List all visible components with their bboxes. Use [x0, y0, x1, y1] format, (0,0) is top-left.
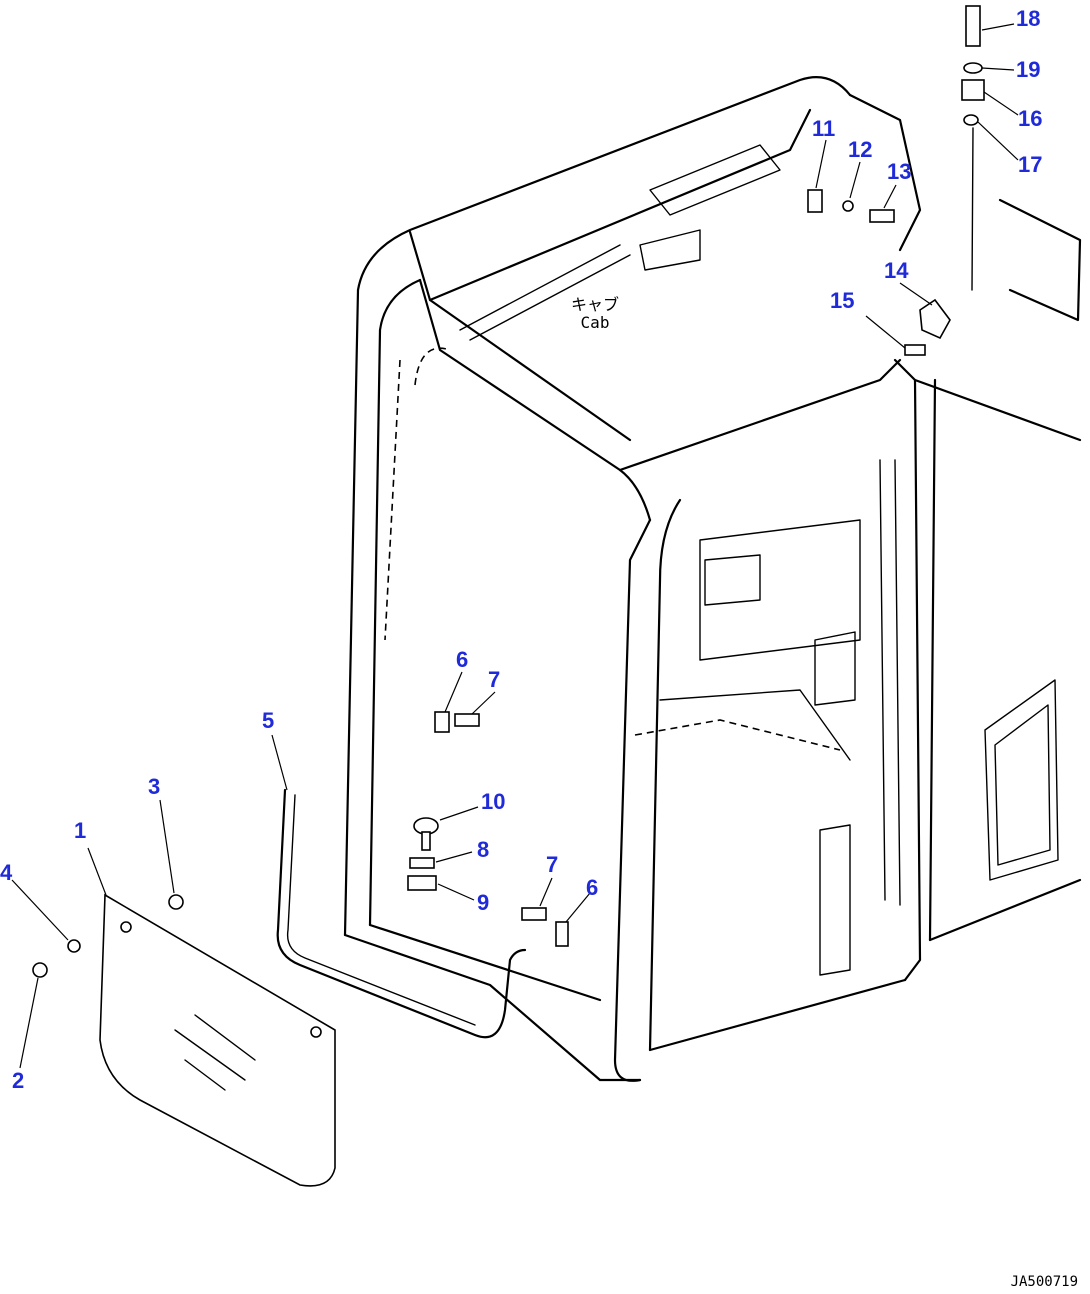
- callout-13: 13: [887, 159, 912, 184]
- leader-lines: [11, 23, 1019, 1069]
- callout-2: 2: [12, 1068, 25, 1093]
- callout-8: 8: [477, 837, 490, 862]
- callout-6b: 6: [586, 875, 599, 900]
- hardware-parts: [32, 5, 985, 978]
- callout-4: 4: [0, 860, 13, 885]
- callout-1: 1: [74, 818, 87, 843]
- callout-18: 18: [1016, 6, 1041, 31]
- callout-9: 9: [477, 890, 490, 915]
- callout-16: 16: [1018, 106, 1043, 131]
- callout-19: 19: [1016, 57, 1041, 82]
- callout-10: 10: [481, 789, 506, 814]
- callout-6a: 6: [456, 647, 469, 672]
- callout-7b: 7: [546, 852, 559, 877]
- cab-label: キャブ Cab: [560, 295, 630, 333]
- weatherstrip: [276, 788, 527, 1039]
- cab-frame: [343, 76, 1082, 1082]
- callout-5: 5: [262, 708, 275, 733]
- callout-3: 3: [148, 774, 161, 799]
- callout-11: 11: [812, 116, 836, 141]
- callout-17: 17: [1018, 152, 1043, 177]
- side-glass: [99, 893, 336, 1187]
- cab-label-jp: キャブ: [570, 295, 619, 314]
- cab-label-en: Cab: [580, 313, 610, 333]
- callout-7a: 7: [488, 667, 501, 692]
- callout-12: 12: [848, 137, 873, 162]
- callout-15: 15: [830, 288, 855, 313]
- drawing-id: JA500719: [1010, 1274, 1078, 1290]
- callout-14: 14: [884, 258, 909, 283]
